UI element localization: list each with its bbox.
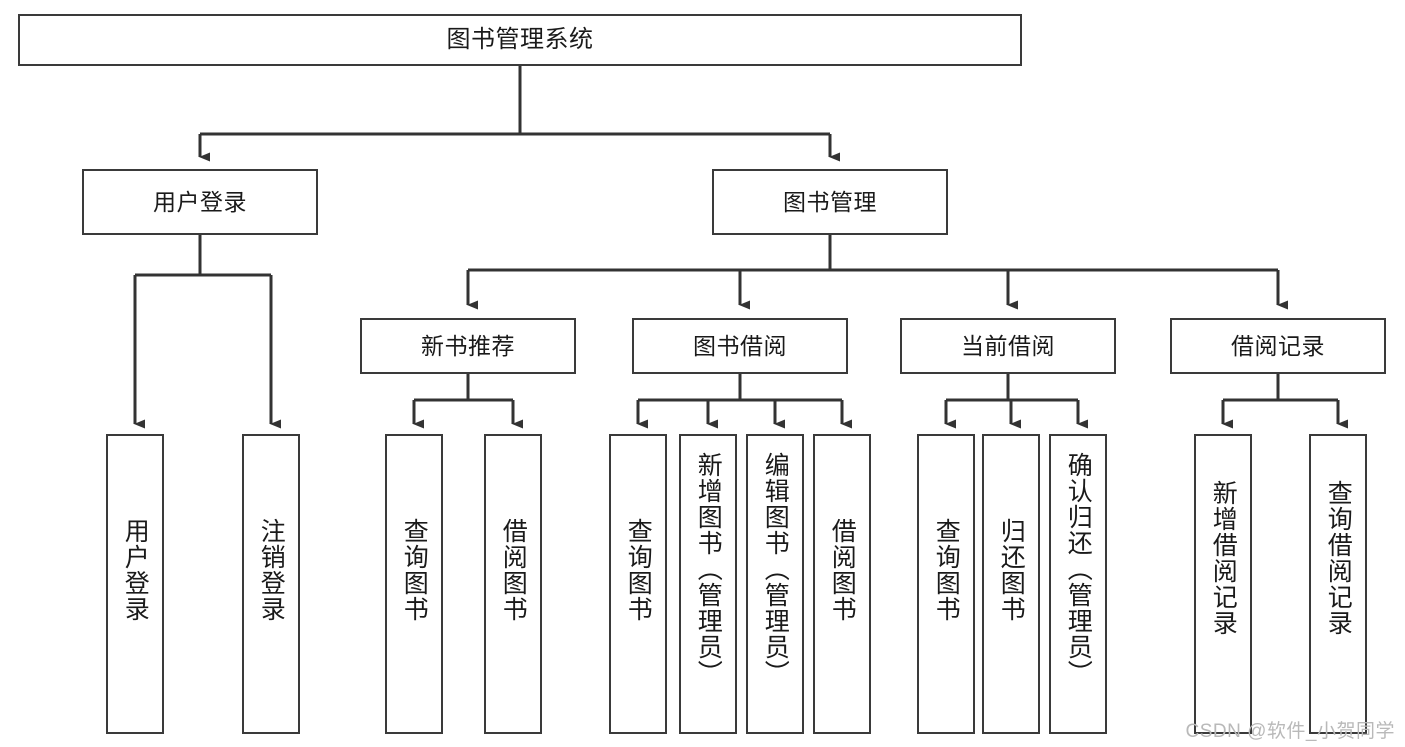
node-user-login-label: 用户登录 — [153, 188, 247, 215]
node-leaf-query-book-3-label: 查询图书 — [932, 518, 961, 622]
node-leaf-add-book-label: 新增图书（管理员） — [694, 452, 723, 686]
node-borrow-record[interactable]: 借阅记录 — [1170, 318, 1386, 374]
node-new-book-rec[interactable]: 新书推荐 — [360, 318, 576, 374]
node-leaf-query-book-3[interactable]: 查询图书 — [917, 434, 975, 734]
node-leaf-add-record-label: 新增借阅记录 — [1209, 480, 1238, 636]
node-leaf-confirm-return-label: 确认归还（管理员） — [1064, 452, 1093, 686]
watermark: CSDN @软件_小贺同学 — [1185, 721, 1395, 742]
node-leaf-return-book[interactable]: 归还图书 — [982, 434, 1040, 734]
node-book-manage[interactable]: 图书管理 — [712, 169, 948, 235]
node-current-borrow[interactable]: 当前借阅 — [900, 318, 1116, 374]
node-current-borrow-label: 当前借阅 — [961, 332, 1055, 359]
node-leaf-borrow-book-2-label: 借阅图书 — [828, 518, 857, 622]
node-root[interactable]: 图书管理系统 — [18, 14, 1022, 66]
node-leaf-user-login[interactable]: 用户登录 — [106, 434, 164, 734]
node-book-borrow[interactable]: 图书借阅 — [632, 318, 848, 374]
node-leaf-query-book-1[interactable]: 查询图书 — [385, 434, 443, 734]
node-new-book-rec-label: 新书推荐 — [421, 332, 515, 359]
node-leaf-query-record-label: 查询借阅记录 — [1324, 480, 1353, 636]
node-borrow-record-label: 借阅记录 — [1231, 332, 1325, 359]
node-root-label: 图书管理系统 — [446, 26, 594, 53]
node-leaf-return-book-label: 归还图书 — [997, 518, 1026, 622]
node-leaf-add-book[interactable]: 新增图书（管理员） — [679, 434, 737, 734]
node-leaf-borrow-book-1-label: 借阅图书 — [499, 518, 528, 622]
node-leaf-query-book-1-label: 查询图书 — [400, 518, 429, 622]
node-leaf-edit-book-label: 编辑图书（管理员） — [761, 452, 790, 686]
node-leaf-user-login-label: 用户登录 — [121, 518, 150, 622]
node-book-borrow-label: 图书借阅 — [693, 332, 787, 359]
node-leaf-borrow-book-1[interactable]: 借阅图书 — [484, 434, 542, 734]
node-leaf-edit-book[interactable]: 编辑图书（管理员） — [746, 434, 804, 734]
node-book-manage-label: 图书管理 — [783, 188, 877, 215]
node-leaf-user-logout-label: 注销登录 — [257, 518, 286, 622]
node-leaf-confirm-return[interactable]: 确认归还（管理员） — [1049, 434, 1107, 734]
node-leaf-query-record[interactable]: 查询借阅记录 — [1309, 434, 1367, 734]
node-leaf-borrow-book-2[interactable]: 借阅图书 — [813, 434, 871, 734]
node-user-login[interactable]: 用户登录 — [82, 169, 318, 235]
node-leaf-query-book-2-label: 查询图书 — [624, 518, 653, 622]
node-leaf-add-record[interactable]: 新增借阅记录 — [1194, 434, 1252, 734]
node-leaf-query-book-2[interactable]: 查询图书 — [609, 434, 667, 734]
node-leaf-user-logout[interactable]: 注销登录 — [242, 434, 300, 734]
